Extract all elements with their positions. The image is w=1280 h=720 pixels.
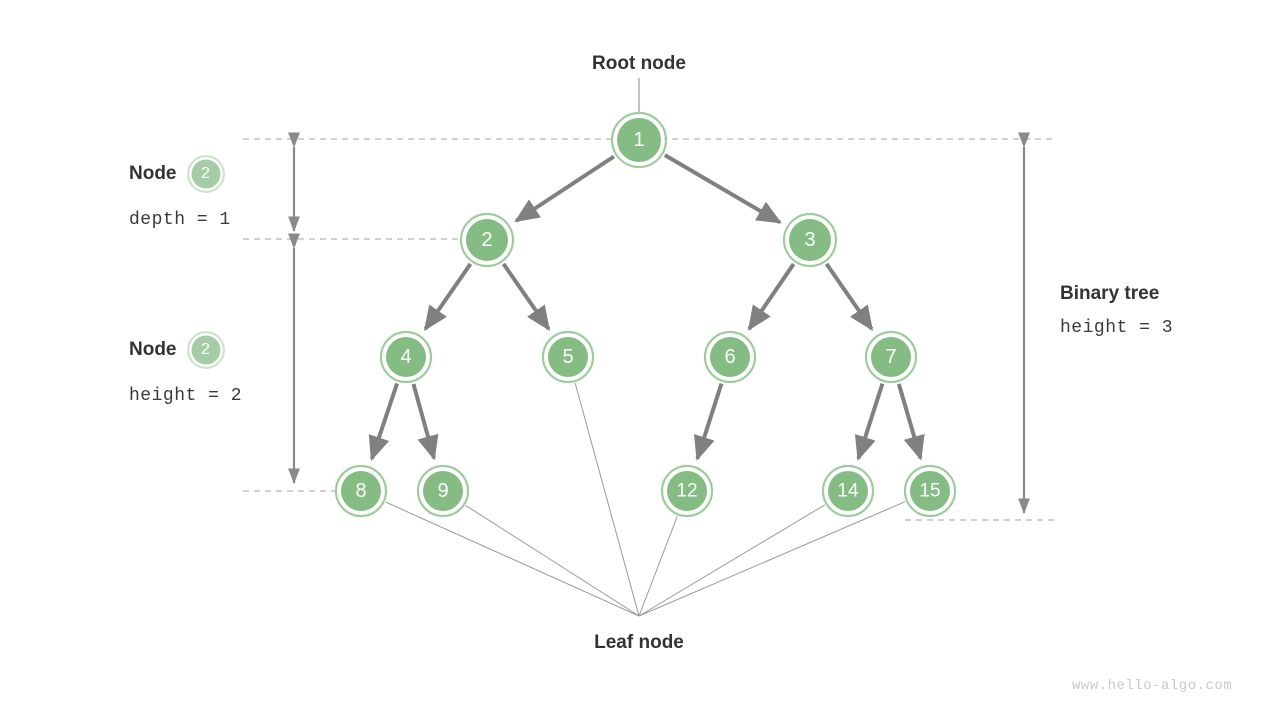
- node-value: 5: [562, 346, 573, 368]
- leaf-pointer-n12: [638, 516, 678, 617]
- node-gap: [337, 467, 385, 515]
- node-gap: [462, 215, 512, 265]
- edge-n6-n12: [693, 383, 724, 461]
- node-circle: [386, 337, 426, 377]
- node-circle: [548, 337, 588, 377]
- node-gap: [867, 333, 915, 381]
- node-circle: [789, 219, 831, 261]
- tree-node-5: 5: [541, 330, 595, 384]
- leaf-pointer-n8: [385, 501, 640, 617]
- node-circle: [617, 118, 661, 162]
- root-node-label: Root node: [592, 53, 686, 74]
- node-gap: [663, 467, 711, 515]
- node-ring: [782, 212, 838, 268]
- node-circle: [710, 337, 750, 377]
- node-ring: [703, 330, 757, 384]
- node-circle: [423, 471, 463, 511]
- node-depth-badge: 2: [186, 155, 225, 193]
- node-gap: [906, 467, 954, 515]
- tree-node-9: 9: [416, 464, 470, 518]
- tree-node-12: 12: [660, 464, 714, 518]
- leaf-pointer-n15: [638, 501, 906, 617]
- node-gap: [613, 114, 665, 166]
- node-value: 2: [481, 229, 492, 251]
- node-ring: [821, 464, 875, 518]
- tree-node-3: 3: [782, 212, 838, 268]
- node-ring: [416, 464, 470, 518]
- leaf-pointer-n14: [638, 504, 826, 617]
- node-ring: [334, 464, 388, 518]
- binary-tree-title: Binary tree: [1060, 283, 1160, 304]
- node-value: 8: [355, 480, 366, 502]
- node-value: 12: [676, 481, 697, 502]
- tree-node-14: 14: [821, 464, 875, 518]
- node-circle: [667, 471, 707, 511]
- node-gap: [706, 333, 754, 381]
- leaf-pointer-lines: [385, 382, 906, 617]
- binary-tree-height-value: height = 3: [1060, 318, 1174, 338]
- node-gap: [419, 467, 467, 515]
- node-ring: [459, 212, 515, 268]
- edge-n3-n7: [824, 262, 874, 332]
- edge-n2-n5: [501, 262, 551, 332]
- tree-node-7: 7: [864, 330, 918, 384]
- tree-node-6: 6: [703, 330, 757, 384]
- tree-node-15: 15: [903, 464, 957, 518]
- node-circle: [871, 337, 911, 377]
- tree-node-2: 2: [459, 212, 515, 268]
- edge-n7-n14: [854, 383, 885, 461]
- edge-n2-n4: [423, 262, 473, 332]
- node-ring: [610, 111, 668, 169]
- node-gap: [544, 333, 592, 381]
- node-value: 14: [837, 481, 859, 502]
- node-depth-prefix: Node: [129, 163, 177, 184]
- tree-node-8: 8: [334, 464, 388, 518]
- node-value: 4: [400, 346, 411, 368]
- tree-node-4: 4: [379, 330, 433, 384]
- node-ring: [541, 330, 595, 384]
- edge-n3-n6: [747, 262, 796, 331]
- watermark-url: www.hello-algo.com: [1072, 678, 1233, 694]
- edge-n1-n3: [663, 153, 782, 225]
- node-height-value: height = 2: [129, 386, 243, 406]
- node-circle: [466, 219, 508, 261]
- node-circle: [341, 471, 381, 511]
- node-value: 7: [885, 346, 896, 368]
- edge-n4-n8: [368, 382, 399, 462]
- node-height-badge: 2: [186, 331, 225, 369]
- node-circle: [910, 471, 950, 511]
- node-gap: [382, 333, 430, 381]
- dashed-guide-lines: [243, 138, 1056, 521]
- leaf-pointer-n9: [465, 505, 640, 617]
- node-gap: [785, 215, 835, 265]
- node-depth-value: depth = 1: [129, 210, 231, 230]
- node-circle: [828, 471, 868, 511]
- node-value: 1: [633, 129, 644, 151]
- tree-node-1: 1: [610, 111, 668, 169]
- node-height-prefix: Node: [129, 339, 177, 360]
- edge-n7-n15: [896, 383, 925, 461]
- edge-n4-n9: [411, 383, 439, 461]
- node-height-annotation: Node 2: [129, 331, 225, 369]
- node-ring: [903, 464, 957, 518]
- node-ring: [660, 464, 714, 518]
- node-depth-annotation: Node 2: [129, 155, 225, 193]
- tree-edges: [368, 153, 925, 462]
- node-value: 6: [724, 346, 735, 368]
- node-ring: [864, 330, 918, 384]
- node-value: 3: [804, 229, 815, 251]
- node-gap: [824, 467, 872, 515]
- leaf-node-label: Leaf node: [594, 632, 684, 653]
- node-value: 9: [437, 480, 448, 502]
- node-value: 15: [919, 481, 940, 502]
- leaf-pointer-n5: [574, 382, 640, 617]
- edge-n1-n2: [514, 154, 616, 223]
- measurement-arrows: [288, 132, 1030, 514]
- node-ring: [379, 330, 433, 384]
